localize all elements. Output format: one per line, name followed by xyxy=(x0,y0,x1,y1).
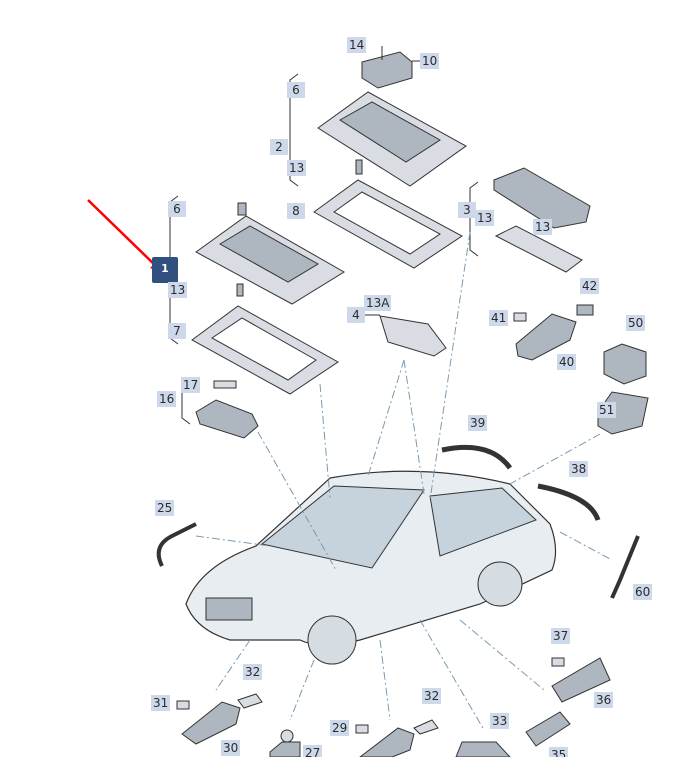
part-label-3[interactable]: 3 xyxy=(458,202,476,218)
part-label-29[interactable]: 29 xyxy=(330,720,350,736)
part-label-33[interactable]: 33 xyxy=(490,713,510,729)
lamp-40-part xyxy=(515,313,577,361)
part-label-27[interactable]: 27 xyxy=(303,745,323,757)
part-label-7[interactable]: 7 xyxy=(168,323,186,339)
part-label-6[interactable]: 6 xyxy=(287,82,305,98)
part-label-32[interactable]: 32 xyxy=(422,688,442,704)
unit-33-part xyxy=(455,741,511,757)
part-label-30[interactable]: 30 xyxy=(221,740,241,756)
part-label-13[interactable]: 13 xyxy=(533,219,553,235)
bulb-holder-42-part xyxy=(576,304,594,316)
lens-35-part xyxy=(525,711,571,747)
part-label-36[interactable]: 36 xyxy=(594,692,614,708)
strut-60-part xyxy=(610,535,640,599)
switch-50-part xyxy=(603,343,647,385)
bulb-41-part xyxy=(513,312,527,322)
part-label-39[interactable]: 39 xyxy=(468,415,488,431)
lamp-29-part xyxy=(359,727,415,757)
part-label-13a[interactable]: 13A xyxy=(364,295,392,311)
part-label-37[interactable]: 37 xyxy=(551,628,571,644)
switch-unit-part xyxy=(361,46,420,89)
part-label-10[interactable]: 10 xyxy=(420,53,440,69)
part-label-8[interactable]: 8 xyxy=(287,203,305,219)
part-label-13[interactable]: 13 xyxy=(287,160,307,176)
car-body xyxy=(185,470,557,665)
bulb-17-part xyxy=(213,380,237,389)
part-label-35[interactable]: 35 xyxy=(549,747,569,757)
lamp-16-part xyxy=(195,399,259,439)
trim-38-part xyxy=(537,483,601,521)
part-label-31[interactable]: 31 xyxy=(151,695,171,711)
lamp-30-part xyxy=(181,701,241,745)
group-bracket-2 xyxy=(289,73,299,187)
group-bracket-3 xyxy=(469,181,479,257)
part-label-1-selected[interactable]: 1 xyxy=(152,257,178,283)
holder-32b-part xyxy=(413,719,439,735)
part-label-13[interactable]: 13 xyxy=(168,282,188,298)
part-label-60[interactable]: 60 xyxy=(633,584,653,600)
switch-27-part xyxy=(269,741,301,757)
part-label-38[interactable]: 38 xyxy=(569,461,589,477)
part-label-16[interactable]: 16 xyxy=(157,391,177,407)
bulb-31-part xyxy=(176,700,190,710)
interior-light-lower-part xyxy=(191,202,345,395)
part-label-51[interactable]: 51 xyxy=(597,402,617,418)
lamp-36-part xyxy=(551,657,611,703)
part-label-13[interactable]: 13 xyxy=(475,210,495,226)
part-label-17[interactable]: 17 xyxy=(181,377,201,393)
part-label-2[interactable]: 2 xyxy=(270,139,288,155)
holder-32-part xyxy=(237,693,263,709)
bulb-29-part xyxy=(355,724,369,734)
part-label-40[interactable]: 40 xyxy=(557,354,577,370)
part-label-25[interactable]: 25 xyxy=(155,500,175,516)
part-label-14[interactable]: 14 xyxy=(347,37,367,53)
part-label-42[interactable]: 42 xyxy=(580,278,600,294)
part-label-41[interactable]: 41 xyxy=(489,310,509,326)
bulb-37-part xyxy=(551,657,565,667)
part-label-32[interactable]: 32 xyxy=(243,664,263,680)
part-label-50[interactable]: 50 xyxy=(626,315,646,331)
lamp-4-part xyxy=(360,314,447,357)
trim-39-part xyxy=(441,444,513,470)
part-label-6[interactable]: 6 xyxy=(168,201,186,217)
reading-light-part xyxy=(493,167,591,273)
cable-25-part xyxy=(156,522,197,567)
part-label-4[interactable]: 4 xyxy=(347,307,365,323)
interior-light-upper-part xyxy=(313,91,467,269)
